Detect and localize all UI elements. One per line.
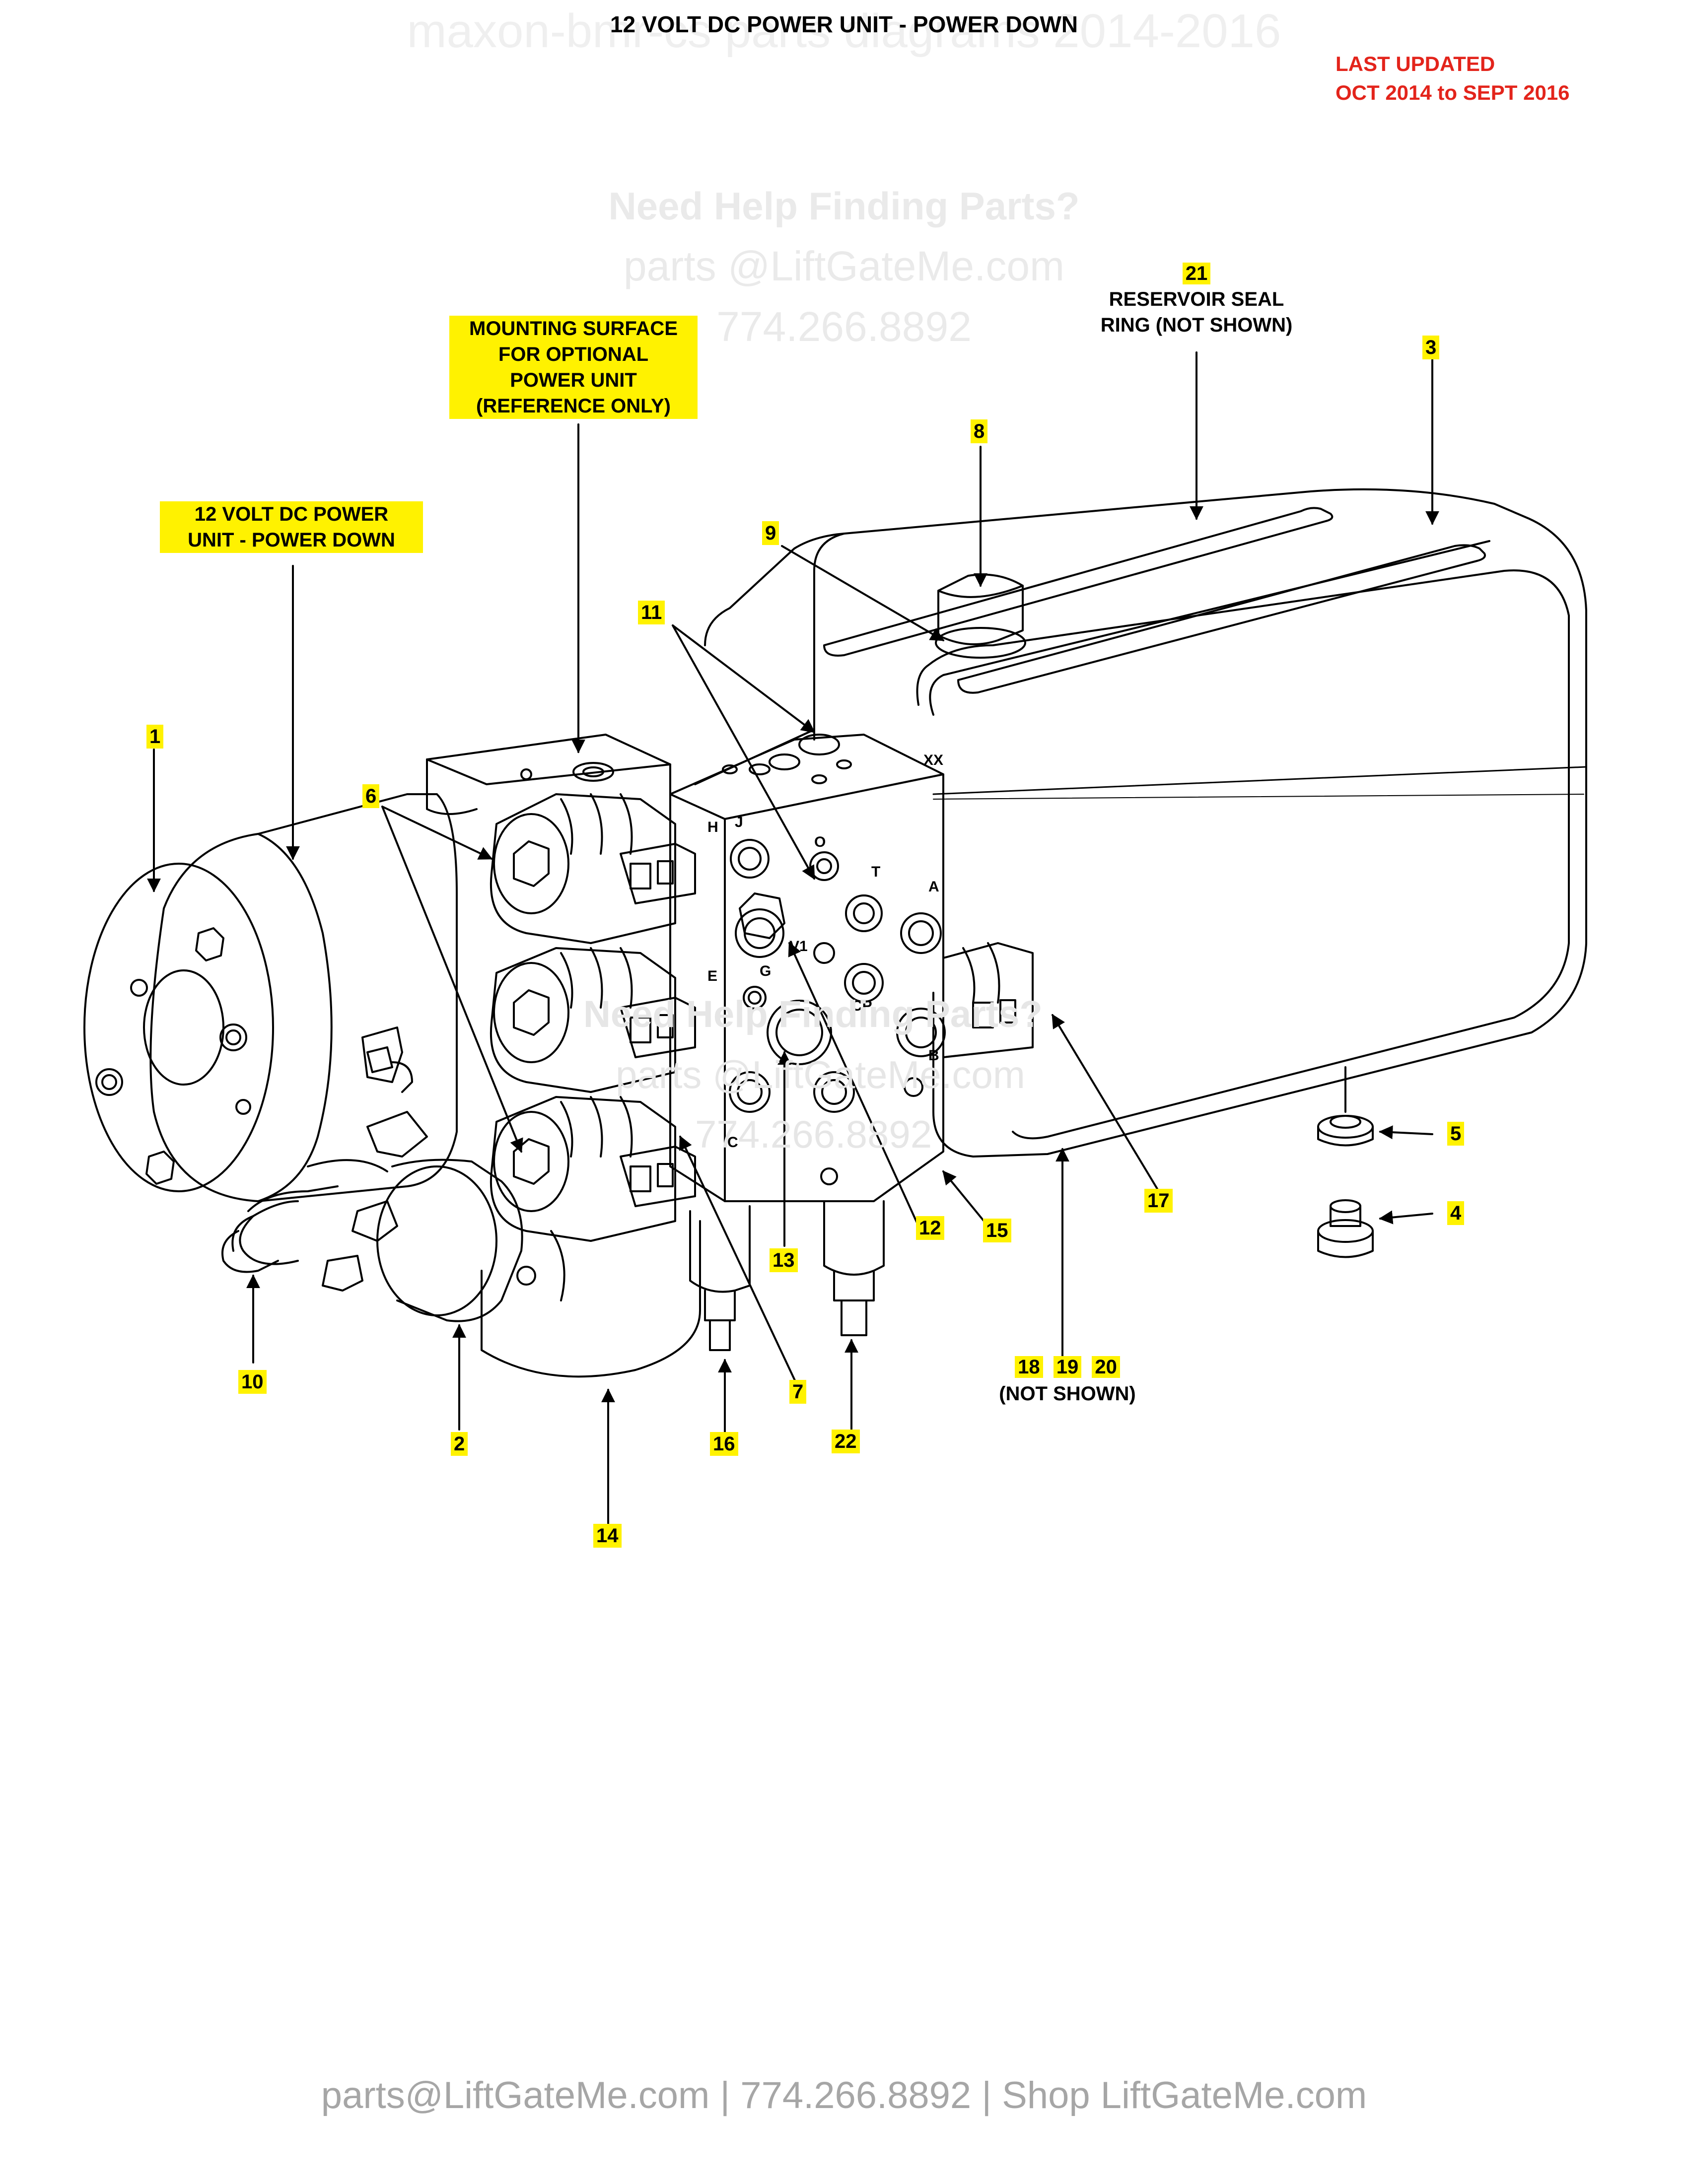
not-shown-label: (NOT SHOWN) bbox=[999, 1383, 1136, 1405]
block-letter-xx: XX bbox=[923, 752, 944, 768]
part-number-3: 3 bbox=[1422, 336, 1440, 359]
mounting-surface-callout: MOUNTING SURFACE FOR OPTIONAL POWER UNIT… bbox=[449, 316, 698, 419]
part-number-17: 17 bbox=[1144, 1189, 1173, 1213]
valve-block bbox=[669, 729, 946, 1202]
last-updated-label: LAST UPDATED bbox=[1336, 52, 1495, 75]
block-letter-b: B bbox=[928, 1047, 939, 1064]
last-updated-range: OCT 2014 to SEPT 2016 bbox=[1336, 81, 1570, 104]
help-phone-watermark-mid: 774.266.8892 bbox=[695, 1112, 932, 1156]
last-updated-note: LAST UPDATED OCT 2014 to SEPT 2016 bbox=[1336, 50, 1570, 107]
part-number-7: 7 bbox=[789, 1380, 807, 1404]
help-phone-watermark: 774.266.8892 bbox=[716, 303, 972, 350]
block-letter-j: J bbox=[735, 814, 743, 830]
block-letter-h: H bbox=[707, 819, 718, 835]
block-letter-c: C bbox=[727, 1134, 738, 1151]
part-number-22: 22 bbox=[832, 1430, 860, 1453]
help-email-watermark-mid: parts @LiftGateMe.com bbox=[616, 1053, 1025, 1096]
part-number-6: 6 bbox=[362, 784, 380, 808]
top-watermark: maxon-bmr-cs parts diagrams 2014-2016 bbox=[407, 4, 1281, 58]
lower-fittings bbox=[689, 1200, 885, 1351]
mounting-surface-block bbox=[426, 734, 671, 815]
part-number-14: 14 bbox=[593, 1524, 622, 1548]
part-number-21: 21 bbox=[1182, 263, 1211, 284]
help-heading-watermark: Need Help Finding Parts? bbox=[608, 184, 1080, 228]
part-number-12: 12 bbox=[916, 1216, 944, 1240]
solenoid-coils bbox=[490, 793, 1034, 1242]
parts-not-shown-note: 18 19 20 (NOT SHOWN) bbox=[988, 1355, 1147, 1405]
block-letter-o: O bbox=[814, 834, 826, 850]
reservoir-seal-line2: RING (NOT SHOWN) bbox=[1100, 314, 1293, 336]
block-letter-v1: V1 bbox=[789, 938, 808, 955]
reservoir-seal-callout: 21 RESERVOIR SEAL RING (NOT SHOWN) bbox=[1077, 261, 1316, 338]
block-letter-a: A bbox=[928, 879, 939, 895]
power-unit-line2: UNIT - POWER DOWN bbox=[160, 527, 423, 553]
block-letter-g: G bbox=[760, 963, 772, 979]
reservoir-tank bbox=[704, 488, 1587, 1158]
power-unit-line1: 12 VOLT DC POWER bbox=[160, 501, 423, 527]
part-number-1: 1 bbox=[146, 725, 164, 749]
part-number-11: 11 bbox=[638, 601, 665, 624]
block-letter-t: T bbox=[871, 864, 881, 880]
part-number-19: 19 bbox=[1053, 1356, 1082, 1378]
power-unit-callout: 12 VOLT DC POWER UNIT - POWER DOWN bbox=[160, 501, 423, 553]
footer-contact: parts@LiftGateMe.com | 774.266.8892 | Sh… bbox=[321, 2074, 1367, 2116]
part-number-4: 4 bbox=[1447, 1201, 1465, 1225]
help-email-watermark: parts @LiftGateMe.com bbox=[623, 243, 1065, 289]
part-number-20: 20 bbox=[1092, 1356, 1120, 1378]
part-number-2: 2 bbox=[451, 1432, 468, 1456]
loose-parts bbox=[1317, 1115, 1374, 1258]
part-number-15: 15 bbox=[983, 1219, 1011, 1242]
motor bbox=[83, 793, 458, 1202]
part-number-13: 13 bbox=[770, 1248, 798, 1272]
leader-lines bbox=[147, 351, 1439, 1525]
mounting-surface-line3: POWER UNIT bbox=[449, 367, 698, 393]
mounting-surface-line2: FOR OPTIONAL bbox=[449, 341, 698, 367]
help-heading-watermark-mid: Need Help Finding Parts? bbox=[583, 993, 1043, 1035]
part-number-9: 9 bbox=[762, 521, 779, 545]
reservoir-seal-line1: RESERVOIR SEAL bbox=[1109, 288, 1284, 310]
part-number-5: 5 bbox=[1447, 1122, 1465, 1146]
page-title: 12 VOLT DC POWER UNIT - POWER DOWN bbox=[610, 11, 1078, 37]
part-number-18: 18 bbox=[1015, 1356, 1043, 1378]
part-number-16: 16 bbox=[710, 1432, 738, 1456]
block-letter-cp: CP bbox=[851, 998, 872, 1014]
mounting-surface-line1: MOUNTING SURFACE bbox=[449, 316, 698, 341]
mounting-surface-line4: (REFERENCE ONLY) bbox=[449, 393, 698, 419]
starter-solenoid bbox=[221, 1111, 701, 1378]
part-number-10: 10 bbox=[238, 1370, 267, 1394]
block-letter-e: E bbox=[707, 968, 718, 984]
part-number-8: 8 bbox=[971, 419, 988, 443]
